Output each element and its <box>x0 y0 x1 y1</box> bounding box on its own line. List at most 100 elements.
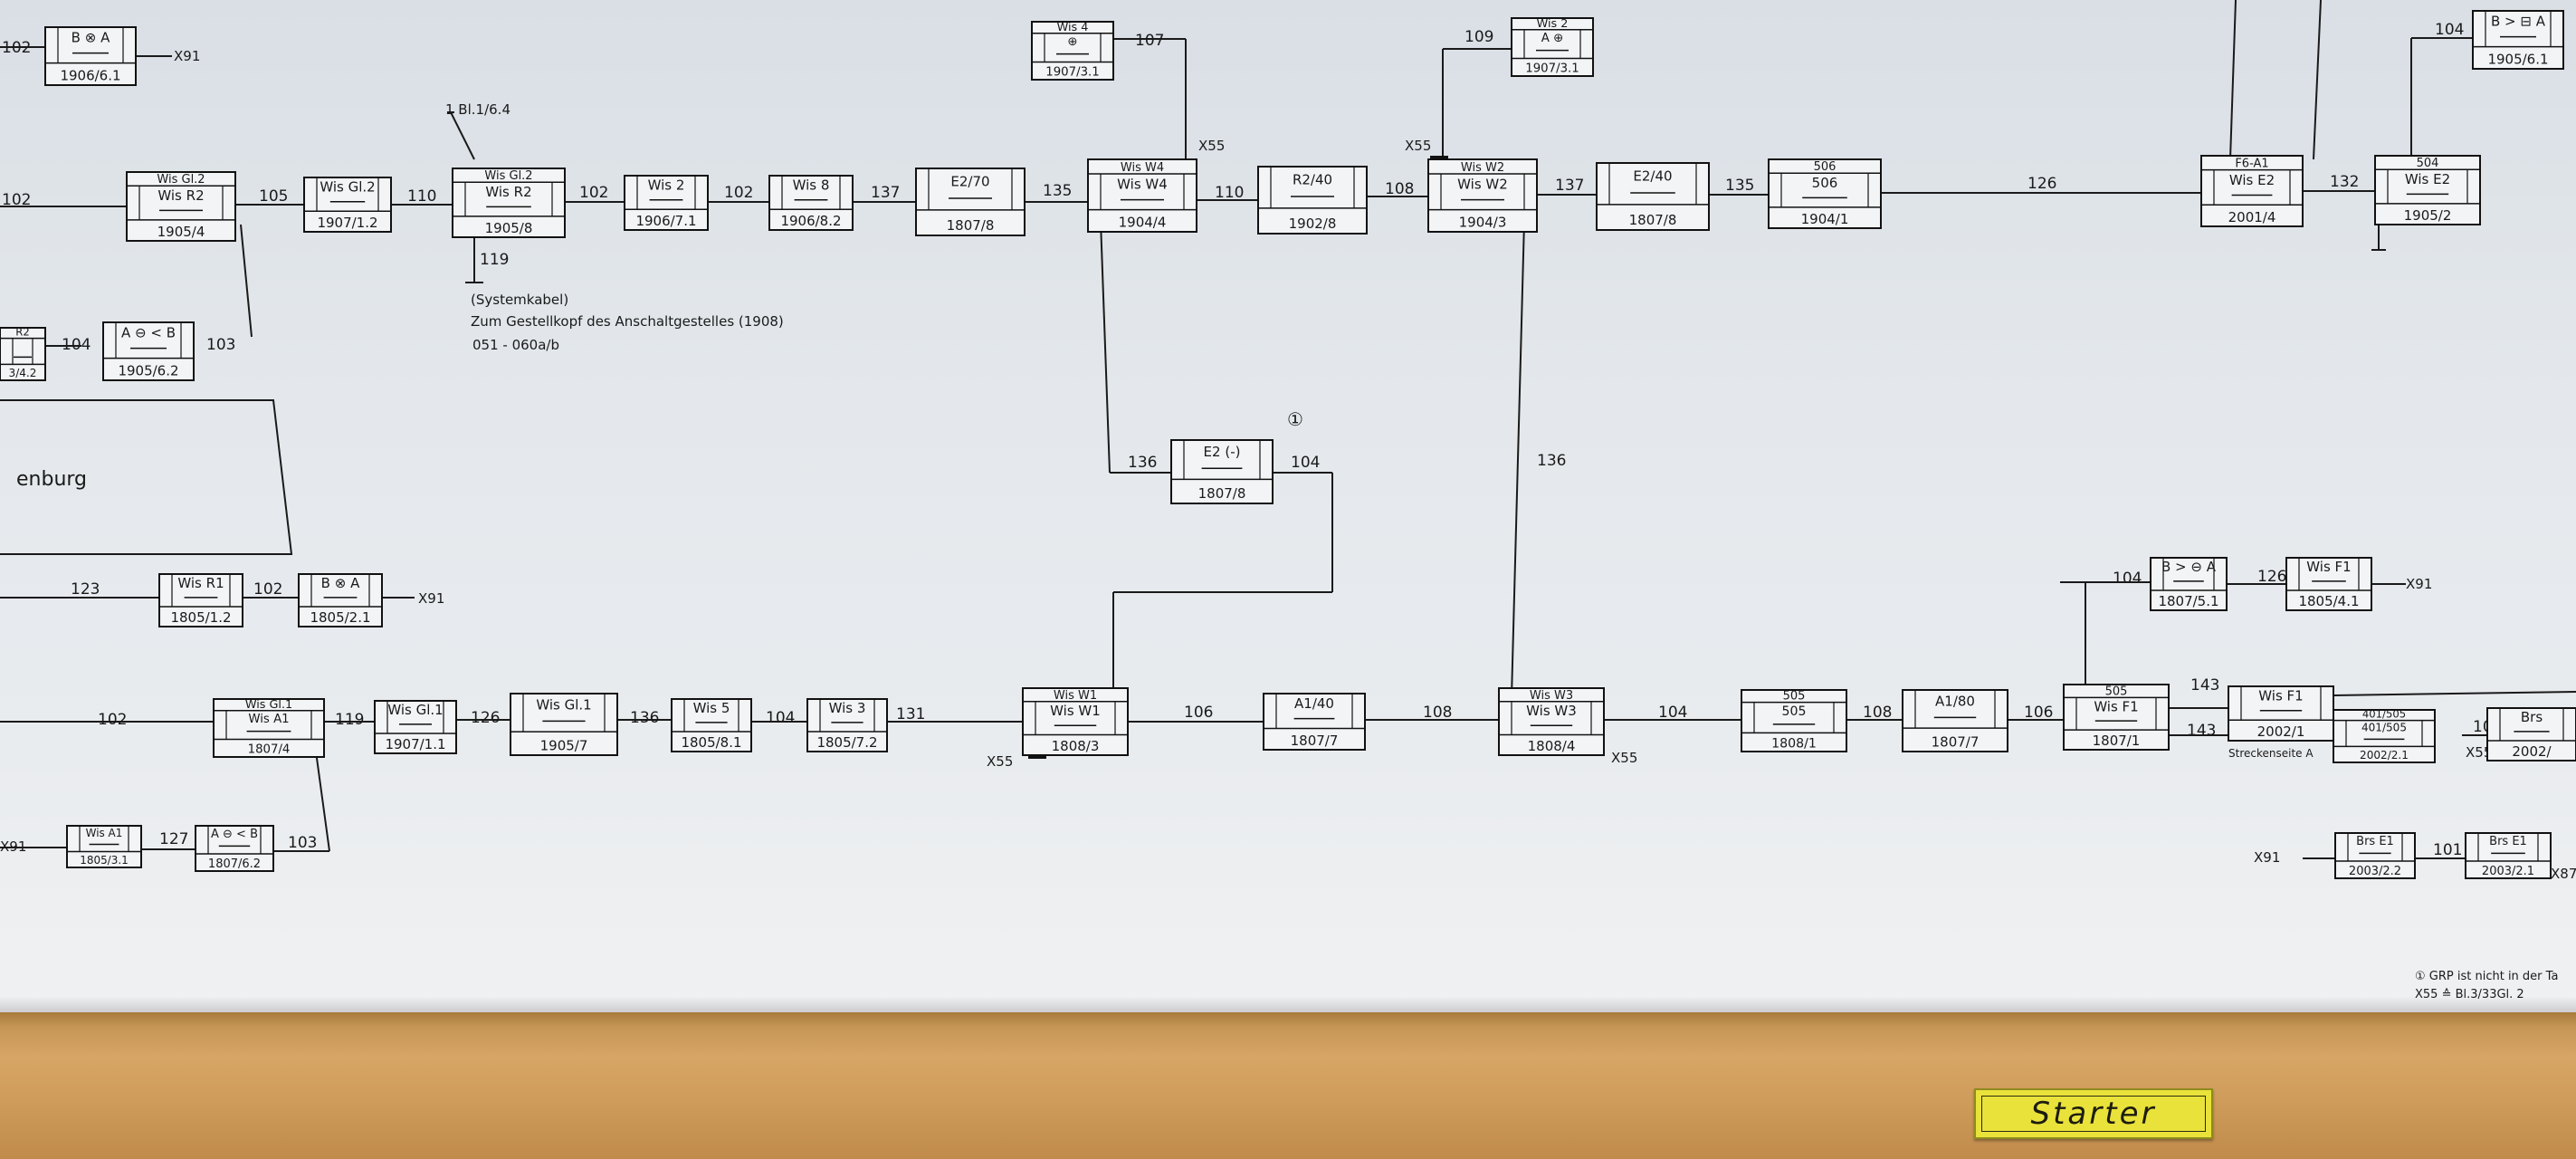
box-frame <box>2486 707 2576 761</box>
box-reference: 1807/7 <box>1932 733 1980 750</box>
box-label: Wis 2 <box>648 177 685 194</box>
wire-number-label: 119 <box>335 711 364 729</box>
box-frame <box>2285 557 2372 611</box>
outline-box: enburg <box>0 399 293 555</box>
box-reference: 1907/1.1 <box>385 736 445 752</box>
box-frame <box>44 26 137 86</box>
box-label: 401/505 <box>2361 722 2407 734</box>
badge-frame <box>1981 1096 2206 1132</box>
box-reference: 1904/1 <box>1801 211 1849 227</box>
box-reference: 1807/8 <box>947 217 995 234</box>
box-label: Wis R1 <box>177 575 224 591</box>
box-reference: 2003/2.2 <box>2349 865 2401 878</box>
box-reference: 1807/6.2 <box>208 857 261 871</box>
box-frame <box>126 171 236 242</box>
box-reference: 1905/2 <box>2404 207 2452 224</box>
wire-number-label: 136 <box>630 709 659 727</box>
box-label: A1/80 <box>1935 694 1975 710</box>
terminal-label: X55 <box>2466 744 2492 761</box>
wire-number-label: 102 <box>724 184 753 202</box>
wire-number-label: 103 <box>206 336 235 354</box>
box-frame <box>2200 155 2304 227</box>
box-reference: 1807/8 <box>1629 212 1677 228</box>
wire-number-label: 104 <box>2113 570 2142 588</box>
terminal-label: X91 <box>0 838 26 855</box>
box-label: A1/40 <box>1294 695 1334 712</box>
ref-top: 1 Bl.1/6.4 <box>445 101 510 118</box>
box-title: Wis Gl.2 <box>157 173 205 187</box>
box-reference: 1905/8 <box>485 220 533 236</box>
wire-number-label: 136 <box>1128 454 1157 472</box>
wire-number-label: 104 <box>62 336 91 354</box>
wire-number-label: 131 <box>896 705 925 723</box>
box-label: E2/70 <box>950 173 989 189</box>
wire-number-label: 102 <box>579 184 608 202</box>
box-title: 505 <box>1783 690 1806 704</box>
terminal-label: X55 <box>1611 750 1637 766</box>
box-label: Brs E1 <box>2489 835 2527 848</box>
box-label: Wis Gl.1 <box>536 697 591 714</box>
box-reference: 1906/7.1 <box>635 213 696 229</box>
box-label: Wis Gl.2 <box>320 179 375 196</box>
box-label: A ⊕ <box>1541 32 1563 45</box>
box-frame <box>1022 687 1129 756</box>
box-title: Wis 2 <box>1537 17 1569 31</box>
box-reference: 1805/8.1 <box>681 734 741 751</box>
streckenseite-label: Streckenseite A <box>2228 747 2314 760</box>
box-reference: 1807/4 <box>248 743 291 757</box>
box-reference: 2002/ <box>2512 743 2552 760</box>
wire-number-label: 104 <box>1658 704 1687 722</box>
box-frame <box>102 321 195 381</box>
box-frame <box>0 327 46 381</box>
wire-number-label: 103 <box>288 834 317 852</box>
box-label: 506 <box>1812 175 1838 191</box>
wire-number-label: 126 <box>2257 568 2286 586</box>
box-label: Wis W1 <box>1050 703 1101 719</box>
wire-number-label: 102 <box>2 39 31 57</box>
box-frame <box>298 573 383 627</box>
box-frame <box>2334 832 2416 879</box>
box-reference: 1904/3 <box>1459 215 1507 231</box>
box-title: R2 <box>15 326 29 339</box>
box-label: Wis A1 <box>248 713 289 726</box>
box-label: Wis 5 <box>693 700 730 716</box>
box-reference: 1805/2.1 <box>310 609 370 626</box>
box-frame <box>213 698 325 758</box>
box-reference: 1907/3.1 <box>1525 62 1579 76</box>
wire-number-label: 105 <box>259 187 288 206</box>
box-frame <box>1031 21 1114 81</box>
box-title: Wis Gl.2 <box>484 169 532 183</box>
box-label: 505 <box>1782 704 1807 719</box>
wire-number-label: 136 <box>1537 452 1566 470</box>
box-label: B ⊗ A <box>72 30 110 46</box>
box-reference: 1907/3.1 <box>1045 66 1099 80</box>
box-reference: 1905/6.1 <box>2487 52 2548 68</box>
box-label: Wis W4 <box>1117 177 1168 193</box>
box-title: 504 <box>2417 157 2439 170</box>
wiring-schematic: enburg 1 Bl.1/6.4 119 (Systemkabel) Zum … <box>0 0 2576 1001</box>
box-label: B > ⊖ A <box>2161 559 2217 575</box>
box-reference: 1805/7.2 <box>816 734 877 751</box>
component-box: A1/80 1807/7 <box>1902 689 2008 752</box>
box-title: 506 <box>1814 160 1837 174</box>
box-reference: 1805/4.1 <box>2298 593 2359 609</box>
wire-number-label: 123 <box>71 580 100 599</box>
box-label: B ⊗ A <box>321 575 360 591</box>
wire-number-label: 102 <box>2 191 31 209</box>
box-title: F6-A1 <box>2235 158 2268 171</box>
box-label: Wis Gl.1 <box>387 702 443 718</box>
box-frame <box>1902 689 2008 752</box>
